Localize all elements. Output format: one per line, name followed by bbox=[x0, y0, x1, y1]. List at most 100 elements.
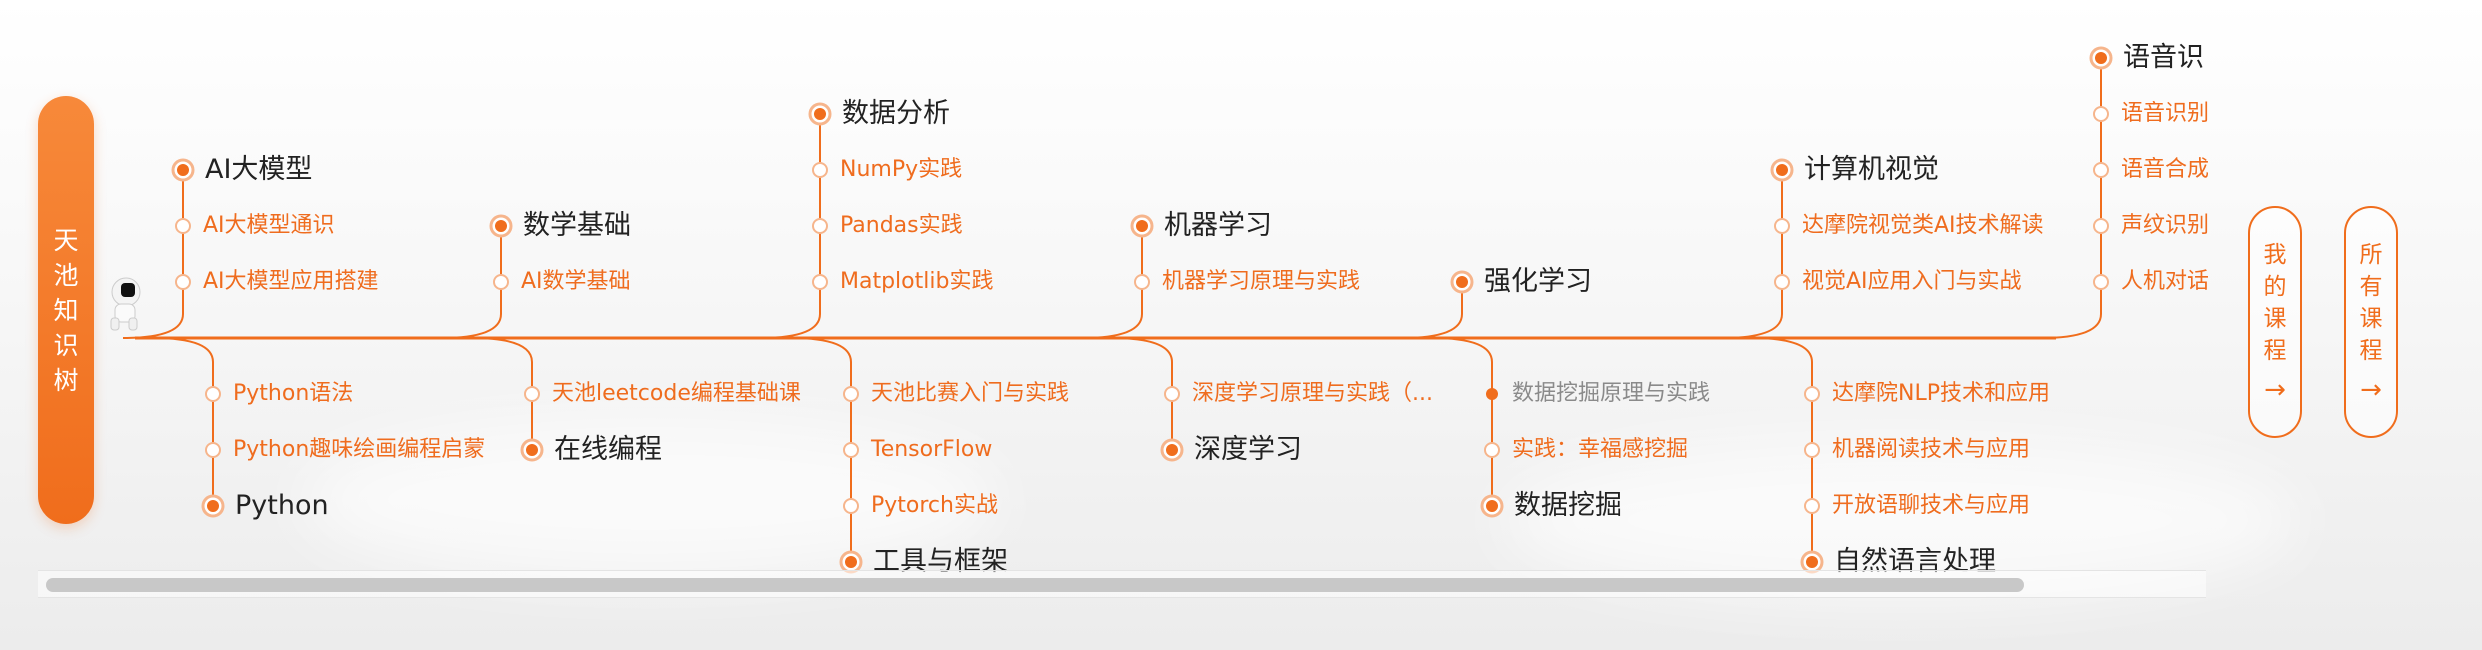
course-link[interactable]: 声纹识别 bbox=[2121, 213, 2208, 238]
branch-connector bbox=[1112, 338, 1172, 450]
course-link[interactable]: 达摩院NLP技术和应用 bbox=[1832, 381, 2050, 406]
title-dot-core bbox=[495, 220, 507, 232]
my-courses-button[interactable]: 我的课程 → bbox=[2248, 206, 2302, 438]
item-dot bbox=[206, 443, 220, 457]
tree-node-title[interactable]: 强化学习 bbox=[1484, 266, 1592, 297]
arrow-right-icon: → bbox=[2264, 375, 2286, 405]
tree-node-title[interactable]: 数据分析 bbox=[842, 98, 950, 129]
tree-node-title[interactable]: 深度学习 bbox=[1194, 434, 1302, 465]
course-link[interactable]: Python语法 bbox=[233, 381, 354, 406]
course-link[interactable]: 天池比赛入门与实践 bbox=[871, 381, 1070, 406]
tree-node-title[interactable]: 计算机视觉 bbox=[1804, 154, 1939, 185]
title-dot-core bbox=[1806, 556, 1818, 568]
branch-connector bbox=[1752, 338, 1812, 562]
my-courses-label: 我的课程 bbox=[2263, 242, 2287, 364]
branch-connector bbox=[791, 338, 851, 562]
tree-node-title[interactable]: AI大模型 bbox=[205, 154, 313, 185]
tree-node-title[interactable]: 在线编程 bbox=[554, 434, 662, 465]
title-dot-core bbox=[1486, 500, 1498, 512]
course-link[interactable]: 机器阅读技术与应用 bbox=[1832, 437, 2031, 462]
course-link[interactable]: 深度学习原理与实践（... bbox=[1192, 381, 1433, 406]
nodes-layer: AI大模型通识 AI大模型应用搭建 AI大模型 Python语法 Python趣味绘画编… bbox=[203, 42, 2208, 577]
branch-connector bbox=[153, 338, 213, 506]
course-link[interactable]: 实践：幸福感挖掘 bbox=[1512, 437, 1689, 462]
horizontal-scrollbar[interactable] bbox=[38, 570, 2206, 598]
item-dot bbox=[1165, 387, 1179, 401]
course-link[interactable]: 人机对话 bbox=[2121, 269, 2208, 294]
knowledge-tree-tab-label: 天池知识树 bbox=[53, 225, 79, 395]
item-dot bbox=[813, 163, 827, 177]
course-link[interactable]: AI数学基础 bbox=[521, 269, 631, 294]
filled-item-dot bbox=[1486, 388, 1498, 400]
course-link[interactable]: Python趣味绘画编程启蒙 bbox=[233, 437, 486, 462]
title-dot-core bbox=[207, 500, 219, 512]
course-link[interactable]: 语音合成 bbox=[2121, 157, 2208, 182]
tree-node-title[interactable]: Python bbox=[235, 490, 329, 521]
branch-connector bbox=[1432, 338, 1492, 506]
title-dot-core bbox=[1166, 444, 1178, 456]
item-dot bbox=[1775, 275, 1789, 289]
item-dot bbox=[1775, 219, 1789, 233]
tree-node-title[interactable]: 数学基础 bbox=[523, 210, 631, 241]
course-link[interactable]: 数据挖掘原理与实践 bbox=[1512, 381, 1711, 406]
item-dot bbox=[813, 275, 827, 289]
title-dot-core bbox=[1456, 276, 1468, 288]
item-dot bbox=[813, 219, 827, 233]
title-dot-core bbox=[177, 164, 189, 176]
title-dot-core bbox=[1776, 164, 1788, 176]
title-dot-core bbox=[1136, 220, 1148, 232]
item-dot bbox=[2094, 107, 2108, 121]
course-link[interactable]: AI大模型通识 bbox=[203, 213, 335, 238]
course-link[interactable]: 机器学习原理与实践 bbox=[1162, 269, 1361, 294]
item-dot bbox=[176, 275, 190, 289]
tree-node-title[interactable]: 机器学习 bbox=[1164, 210, 1272, 241]
course-link[interactable]: AI大模型应用搭建 bbox=[203, 269, 379, 294]
course-link[interactable]: Pandas实践 bbox=[840, 213, 963, 238]
item-dot bbox=[2094, 219, 2108, 233]
item-dot bbox=[844, 499, 858, 513]
branch-connector bbox=[123, 170, 183, 338]
course-link[interactable]: 天池leetcode编程基础课 bbox=[552, 381, 801, 406]
arrow-right-icon: → bbox=[2360, 375, 2382, 405]
tree-node-title[interactable]: 语音识 bbox=[2123, 42, 2204, 73]
item-dot bbox=[1805, 387, 1819, 401]
course-link[interactable]: 开放语聊技术与应用 bbox=[1832, 493, 2031, 518]
item-dot bbox=[525, 387, 539, 401]
astronaut-mascot-icon bbox=[110, 277, 141, 331]
title-dot-core bbox=[814, 108, 826, 120]
branch-connector bbox=[1082, 226, 1142, 338]
item-dot bbox=[844, 387, 858, 401]
tree-node-title[interactable]: 数据挖掘 bbox=[1514, 490, 1622, 521]
title-dot-core bbox=[526, 444, 538, 456]
item-dot bbox=[1805, 499, 1819, 513]
course-link[interactable]: Matplotlib实践 bbox=[840, 269, 994, 294]
item-dot bbox=[2094, 163, 2108, 177]
item-dot bbox=[176, 219, 190, 233]
item-dot bbox=[494, 275, 508, 289]
title-dot-core bbox=[2095, 52, 2107, 64]
scrollbar-thumb[interactable] bbox=[46, 578, 2024, 592]
knowledge-tree-tab[interactable]: 天池知识树 bbox=[38, 96, 94, 524]
course-link[interactable]: TensorFlow bbox=[871, 437, 993, 462]
branch-connector bbox=[2041, 58, 2101, 338]
course-link[interactable]: 达摩院视觉类AI技术解读 bbox=[1802, 213, 2044, 238]
item-dot bbox=[1135, 275, 1149, 289]
item-dot bbox=[1485, 443, 1499, 457]
all-courses-label: 所有课程 bbox=[2359, 242, 2383, 364]
item-dot bbox=[1805, 443, 1819, 457]
course-link[interactable]: 视觉AI应用入门与实战 bbox=[1802, 269, 2022, 294]
course-link[interactable]: NumPy实践 bbox=[840, 157, 963, 182]
item-dot bbox=[2094, 275, 2108, 289]
item-dot bbox=[844, 443, 858, 457]
course-link[interactable]: Pytorch实战 bbox=[871, 493, 998, 518]
course-link[interactable]: 语音识别 bbox=[2121, 101, 2208, 126]
branch-connector bbox=[472, 338, 532, 450]
branch-connector bbox=[760, 114, 820, 338]
branch-connector bbox=[1722, 170, 1782, 338]
all-courses-button[interactable]: 所有课程 → bbox=[2344, 206, 2398, 438]
item-dot bbox=[206, 387, 220, 401]
branch-connector bbox=[1402, 282, 1462, 338]
branch-connector bbox=[441, 226, 501, 338]
